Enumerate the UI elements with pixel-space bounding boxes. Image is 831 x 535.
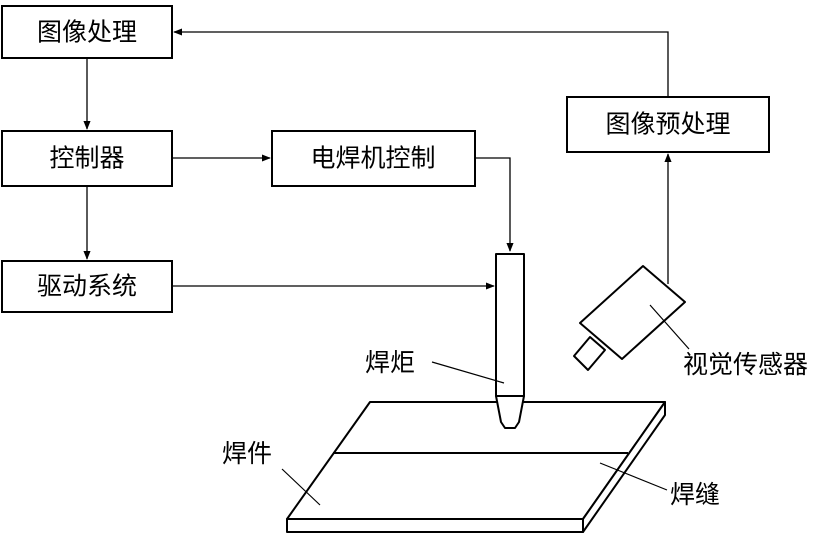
box-controller-label: 控制器 [49,144,124,173]
leader-weld-seam [599,462,668,491]
label-torch: 焊炬 [365,348,415,377]
box-welder-control-label: 电焊机控制 [310,144,435,173]
box-image-preprocessing: 图像预处理 [566,96,770,153]
box-image-processing-label: 图像处理 [37,18,137,47]
box-controller: 控制器 [1,130,173,187]
box-image-processing: 图像处理 [1,5,173,59]
label-weld-seam: 焊缝 [670,480,720,509]
label-vision-sensor: 视觉传感器 [683,350,808,379]
box-drive-system-label: 驱动系统 [37,272,137,301]
welding-torch [495,253,525,429]
box-welder-control: 电焊机控制 [271,130,476,187]
leader-torch [431,361,505,384]
leader-vision-sensor [649,304,690,350]
box-drive-system: 驱动系统 [1,260,173,313]
box-image-preprocessing-label: 图像预处理 [605,110,730,139]
vision-sensor-icon [573,265,686,371]
arrow-preprocessing-to-image-processing [173,28,669,97]
workpiece [286,401,666,533]
leader-workpiece [281,468,321,506]
arrow-welder-to-torch [475,157,514,252]
label-workpiece: 焊件 [222,439,272,468]
